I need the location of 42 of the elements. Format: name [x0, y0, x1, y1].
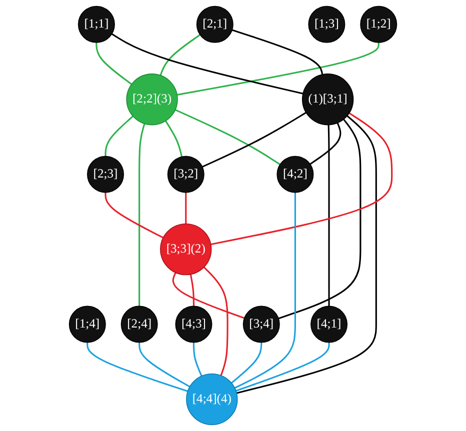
connector [164, 120, 183, 157]
connector [236, 115, 377, 394]
node-circle: [3;2] [167, 156, 204, 193]
node-circle: [2;4] [120, 306, 158, 343]
node-circle: [2;2](3) [126, 74, 178, 126]
connector [138, 342, 190, 388]
connector [86, 342, 188, 392]
connector [185, 192, 187, 224]
connector [176, 42, 380, 96]
node-circle: [3;3](2) [160, 224, 212, 276]
connector [138, 123, 146, 306]
connector [104, 116, 134, 156]
node-circle: [1;1] [78, 6, 115, 43]
connector [232, 29, 324, 75]
connector [202, 112, 306, 168]
connector [190, 274, 194, 306]
node-circle: [4;2] [276, 156, 314, 193]
node-circle: [4;4](4) [186, 373, 238, 426]
node-circle: [1;4] [68, 306, 106, 343]
node-circle: [4;3] [175, 306, 212, 343]
connector [236, 342, 330, 392]
connector [203, 266, 228, 376]
node-circle: [4;1] [310, 306, 348, 343]
connector [96, 42, 132, 85]
node-circle: [1;2] [360, 6, 398, 43]
connector [230, 342, 262, 384]
connector [104, 192, 164, 238]
connector [310, 122, 342, 165]
connector [174, 109, 280, 166]
connector [278, 118, 362, 320]
connector [111, 33, 304, 94]
node-circle: [3;4] [242, 306, 280, 343]
connector [234, 192, 296, 389]
connector [172, 272, 245, 319]
node-circle: [1;3] [308, 6, 346, 43]
connector [192, 342, 202, 376]
connector [210, 112, 393, 246]
connector [160, 34, 200, 76]
node-circle: [2;1] [196, 6, 234, 43]
node-circle: [2;3] [87, 156, 124, 193]
node-circle: (1)[3;1] [302, 74, 354, 126]
connector [328, 124, 330, 306]
